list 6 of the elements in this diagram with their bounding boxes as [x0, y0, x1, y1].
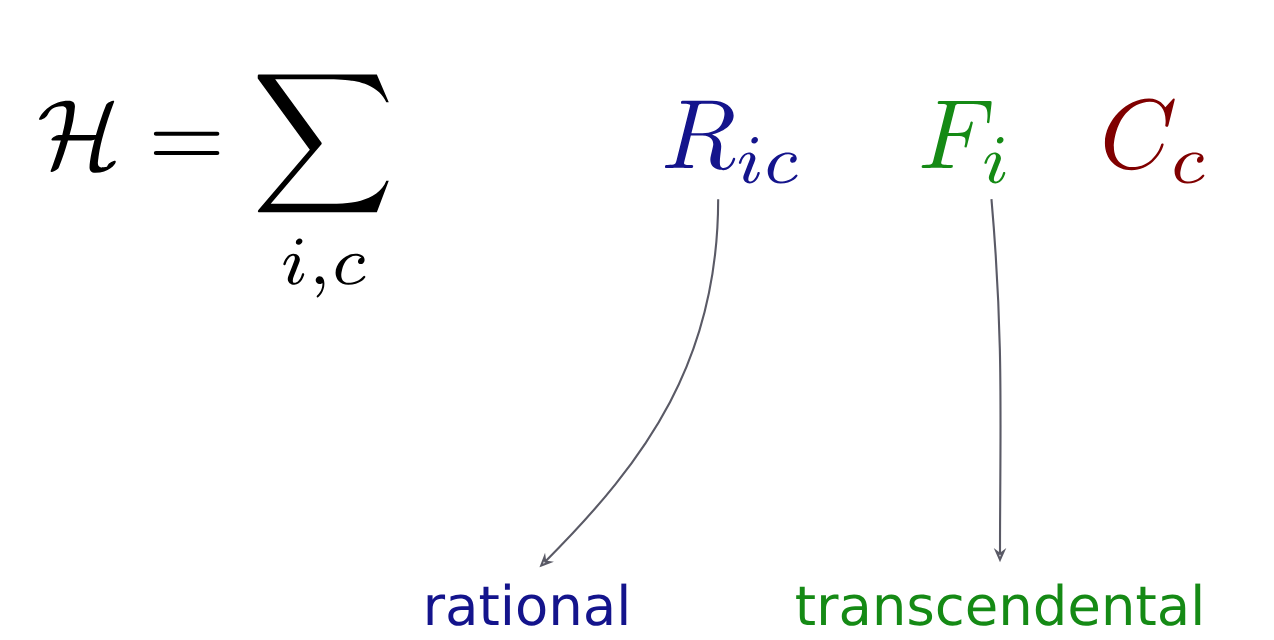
formula-term: $F_i$ — [921, 101, 1006, 184]
formula: $C_c$ — [1104, 98, 1205, 184]
term-label: transcendental — [796, 583, 1201, 626]
term-label: rational — [427, 583, 627, 626]
formula-term: $R_{ic}$ — [664, 100, 798, 184]
formula: $\mathcal{H} = \sum_{i,c}$ — [39, 74, 389, 298]
